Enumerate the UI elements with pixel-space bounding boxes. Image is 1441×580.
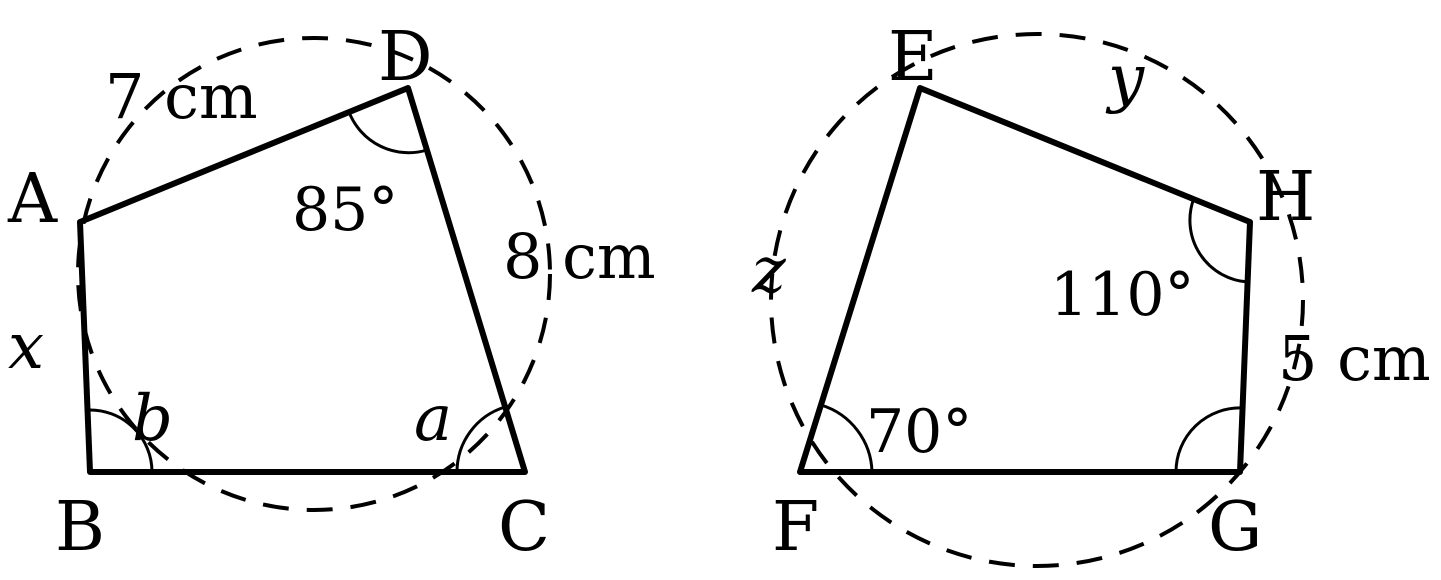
variable-label-x: x (8, 310, 44, 384)
vertex-label-c: C (498, 488, 550, 567)
variable-label-b: b (132, 382, 173, 456)
vertex-label-a: A (7, 160, 58, 239)
variable-label-z: z (751, 234, 787, 308)
vertex-label-d: D (378, 18, 433, 97)
angle-arc-d (347, 111, 428, 155)
variable-label-y: y (1105, 42, 1145, 116)
vertex-label-e: E (888, 18, 938, 97)
angle-arc-h (1188, 197, 1249, 284)
angle-arc-b (87, 408, 154, 473)
angle-label-f: 70° (866, 397, 972, 467)
quadrilateral-abcd (77, 85, 528, 475)
angle-arc-g (1174, 406, 1244, 473)
quadrilateral-efgh (797, 85, 1253, 475)
circumcircle-abcd (76, 36, 552, 512)
side-length-dc: 8 cm (503, 220, 656, 293)
angle-label-h: 110° (1050, 260, 1195, 330)
angle-arc-f (820, 403, 874, 473)
variable-label-a: a (414, 382, 452, 456)
vertex-label-g: G (1208, 488, 1262, 567)
vertex-label-b: B (55, 488, 105, 567)
figure-efgh: E F G H 5 cm 110° 70° y z (751, 18, 1431, 568)
vertex-label-f: F (772, 488, 819, 567)
angle-label-d: 85° (292, 175, 398, 245)
side-length-ad: 7 cm (105, 60, 258, 133)
side-length-hg: 5 cm (1278, 322, 1431, 395)
angle-arc-c (455, 405, 506, 473)
vertex-label-h: H (1256, 158, 1315, 237)
figure-abcd: A B C D 7 cm 8 cm 85° x b a (7, 18, 656, 567)
circumcircle-efgh (769, 32, 1305, 568)
